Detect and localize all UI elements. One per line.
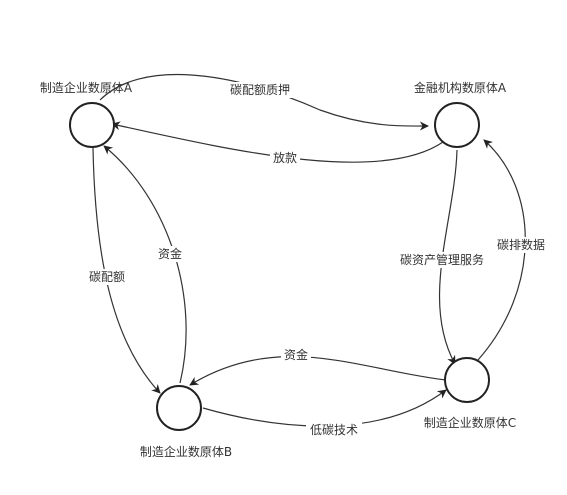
edge-funds-b-a [103, 145, 187, 384]
edge-label-loan: 放款 [273, 150, 297, 165]
edge-low-carbon-tech [202, 389, 447, 427]
node-mfg-a-label: 制造企业数原体A [40, 80, 133, 95]
edge-funds-c-b [189, 356, 447, 386]
edge-quota [92, 147, 161, 394]
edge-label-quota-group: 碳配额 [86, 269, 128, 285]
node-mfg-c[interactable]: 制造企业数原体C [424, 357, 516, 430]
edge-label-funds-b-a-group: 资金 [155, 246, 185, 262]
node-fin-a-label: 金融机构数原体A [414, 80, 507, 95]
edge-label-emission-data: 碳排数据 [497, 237, 545, 252]
edge-label-pledge-group: 碳配额质押 [226, 82, 294, 98]
edge-label-funds-c-b-group: 资金 [281, 347, 311, 363]
node-mfg-c-label: 制造企业数原体C [424, 415, 516, 430]
node-fin-a[interactable]: 金融机构数原体A [414, 80, 507, 148]
edge-label-loan-group: 放款 [270, 150, 300, 166]
edge-label-low-carbon-tech: 低碳技术 [310, 423, 358, 437]
edge-label-quota: 碳配额 [89, 270, 125, 284]
edge-label-emission-data-group: 碳排数据 [493, 237, 549, 253]
edge-pledge [99, 73, 429, 131]
edge-label-carbon-asset: 碳资产管理服务 [400, 252, 484, 267]
node-mfg-a[interactable]: 制造企业数原体A [40, 80, 133, 148]
node-mfg-c-circle[interactable] [444, 357, 490, 403]
node-mfg-b-label: 制造企业数原体B [140, 444, 232, 459]
edge-label-pledge: 碳配额质押 [230, 83, 290, 97]
edge-label-low-carbon-tech-group: 低碳技术 [306, 422, 362, 438]
edge-label-funds-b-a: 资金 [158, 246, 182, 261]
node-mfg-a-circle[interactable] [69, 102, 115, 148]
edge-label-carbon-asset-group: 碳资产管理服务 [393, 252, 491, 268]
node-mfg-b-circle[interactable] [156, 385, 202, 431]
node-mfg-b[interactable]: 制造企业数原体B [140, 385, 232, 459]
node-fin-a-circle[interactable] [434, 102, 480, 148]
edge-label-funds-c-b: 资金 [284, 347, 308, 362]
